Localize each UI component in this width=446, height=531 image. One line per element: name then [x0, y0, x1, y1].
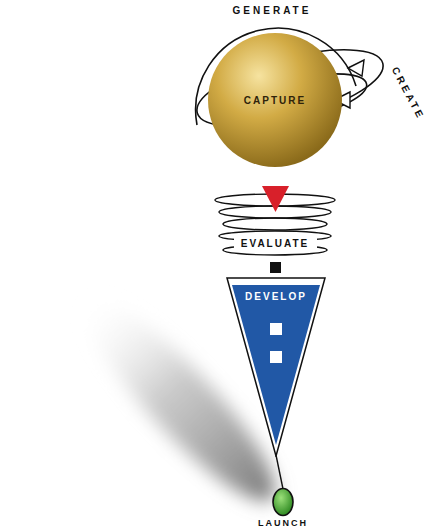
develop-funnel-outline	[226, 277, 326, 457]
band-ground	[234, 235, 317, 252]
capture-sphere: CAPTURE	[207, 32, 343, 168]
develop-funnel: DEVELOP	[226, 277, 326, 457]
stage-marker	[270, 262, 281, 273]
stage-marker	[270, 351, 282, 363]
pointer-triangle	[262, 186, 289, 212]
node-text: EVALUATE	[241, 235, 309, 252]
launch-button: LAUNCH	[253, 487, 313, 529]
evaluate-band: EVALUATE	[234, 235, 317, 252]
cone-outline	[227, 278, 325, 456]
node-text: CAPTURE	[244, 95, 306, 106]
orbit-arrowhead	[348, 60, 364, 76]
gold-sphere	[208, 33, 342, 167]
cone-fill	[232, 285, 320, 445]
stage-marker	[270, 323, 282, 335]
funnel-tail	[276, 455, 283, 489]
stage-label: GENERATE	[233, 5, 312, 16]
spiral-ring	[223, 218, 327, 230]
node-text: LAUNCH	[258, 518, 308, 529]
node-text: DEVELOP	[245, 291, 307, 302]
green-dot	[273, 489, 293, 516]
stage-label: CREATE	[389, 65, 426, 122]
